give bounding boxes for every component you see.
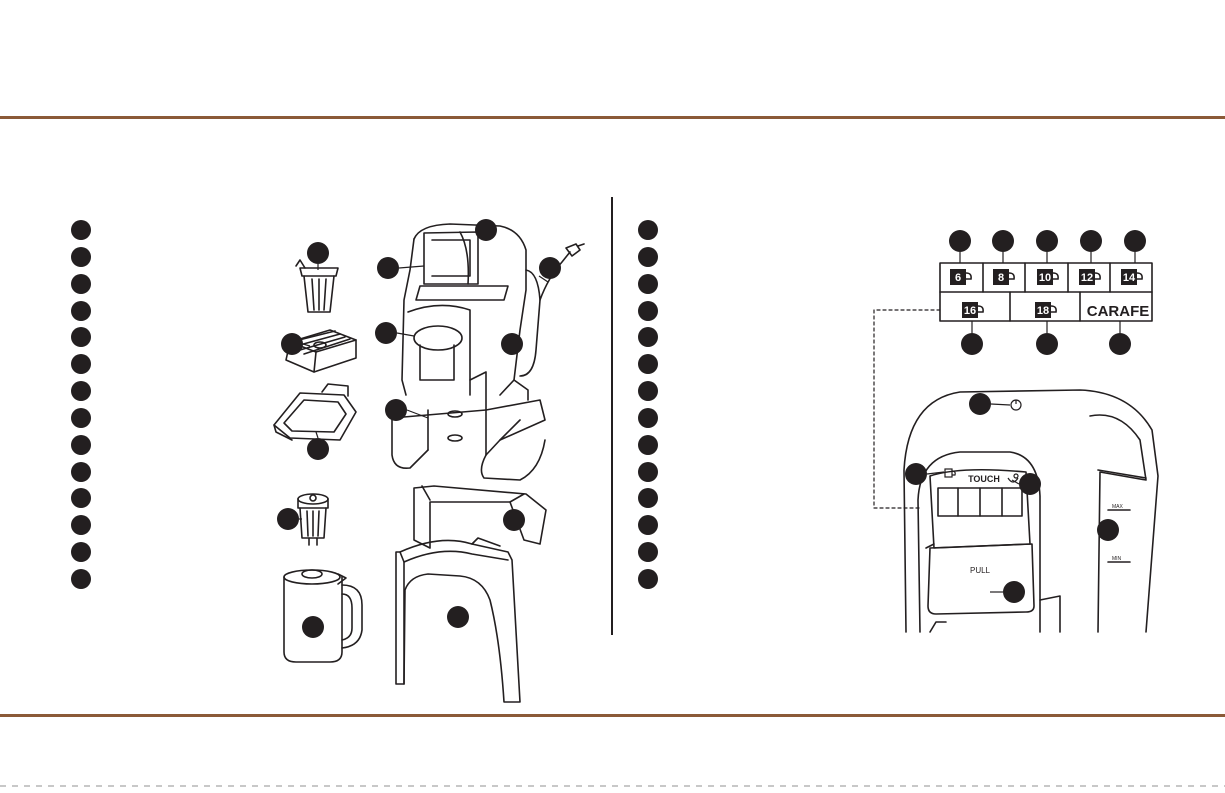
- callout-marker: [1036, 230, 1058, 252]
- callout-marker: [503, 509, 525, 531]
- pull-label: PULL: [970, 566, 991, 575]
- coffee-maker-front-view: [904, 390, 1158, 632]
- cup-size-icons-row-1: 6 8 10 12 14: [950, 269, 1142, 285]
- reusable-filter-part: [296, 260, 338, 312]
- cup-size-label: 14: [1123, 272, 1136, 284]
- callout-marker: [277, 508, 299, 530]
- cup-size-label: 18: [1037, 305, 1049, 317]
- callout-marker: [281, 333, 303, 355]
- max-label: MAX: [1112, 504, 1124, 510]
- callout-marker: [1097, 519, 1119, 541]
- callout-marker: [905, 463, 927, 485]
- callout-marker: [1109, 333, 1131, 355]
- callout-marker: [1003, 581, 1025, 603]
- cup-size-10: 10: [1037, 269, 1058, 285]
- cup-size-18: 18: [1035, 302, 1056, 318]
- carafe-filter-part: [298, 494, 328, 545]
- callout-marker: [1019, 473, 1041, 495]
- callout-marker: [375, 322, 397, 344]
- callout-marker: [302, 616, 324, 638]
- cup-size-icon: [945, 469, 955, 477]
- min-label: MIN: [1112, 556, 1122, 562]
- callout-marker: [961, 333, 983, 355]
- carafe-label: CARAFE: [1087, 303, 1150, 320]
- power-icon: [1011, 400, 1021, 410]
- cup-size-label: 12: [1081, 272, 1093, 284]
- callout-marker: [949, 230, 971, 252]
- cup-size-14: 14: [1121, 269, 1142, 285]
- cup-size-8: 8: [993, 269, 1014, 285]
- callout-marker: [501, 333, 523, 355]
- callout-marker: [475, 219, 497, 241]
- callout-marker: [307, 242, 329, 264]
- cup-size-6: 6: [950, 269, 971, 285]
- callout-marker: [447, 606, 469, 628]
- cup-size-16: 16: [962, 302, 983, 318]
- callout-marker: [992, 230, 1014, 252]
- cup-size-label: 16: [964, 305, 976, 317]
- callout-marker: [1124, 230, 1146, 252]
- callout-marker: [377, 257, 399, 279]
- callout-marker: [539, 257, 561, 279]
- drip-tray-part: [274, 384, 356, 440]
- cup-size-label: 10: [1039, 272, 1051, 284]
- cup-size-label: 6: [955, 272, 961, 284]
- coffee-maker-body: [392, 224, 545, 480]
- callout-marker: [1080, 230, 1102, 252]
- cup-size-12: 12: [1079, 269, 1100, 285]
- callout-marker: [969, 393, 991, 415]
- cup-size-label: 8: [998, 272, 1004, 284]
- carafe-part: [284, 570, 362, 662]
- footer-dashed-line: [0, 785, 1225, 787]
- touch-label: TOUCH: [968, 474, 1000, 484]
- callout-marker: [385, 399, 407, 421]
- callout-marker: [307, 438, 329, 460]
- callout-marker: [1036, 333, 1058, 355]
